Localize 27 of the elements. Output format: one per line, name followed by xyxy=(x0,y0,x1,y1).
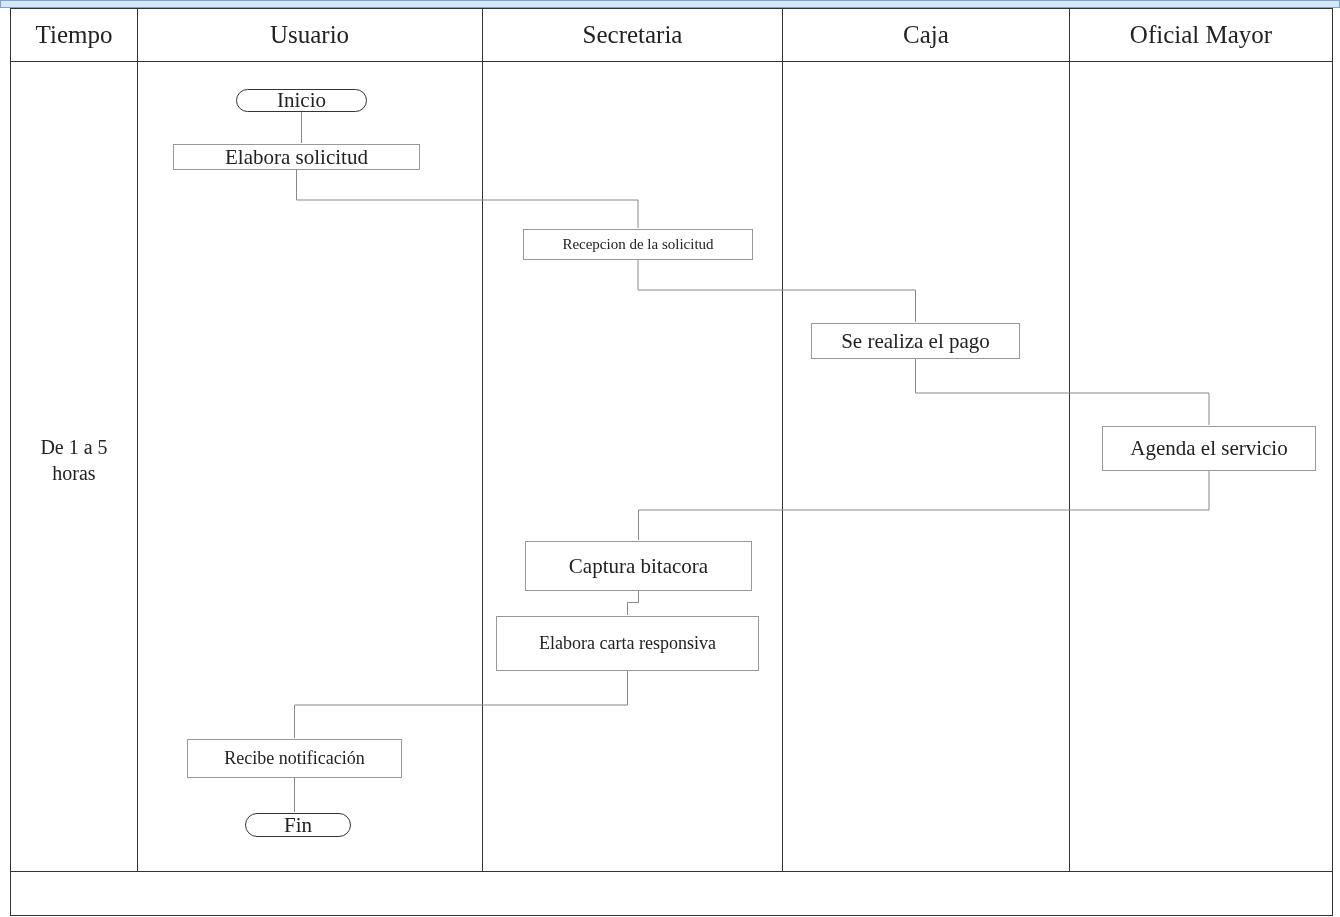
lane-header: Secretaria xyxy=(582,21,683,49)
connector-line xyxy=(638,469,1210,541)
process-box: Recibe notificación xyxy=(187,739,402,778)
connector-line xyxy=(294,776,295,813)
lane-header: Caja xyxy=(903,21,949,49)
duration-text: De 1 a 5 horas xyxy=(39,435,109,486)
connector-line xyxy=(915,357,1210,426)
column-header: Tiempo xyxy=(35,21,113,49)
swimlane xyxy=(483,8,783,872)
lane-header: Oficial Mayor xyxy=(1129,21,1273,49)
process-box: Elabora carta responsiva xyxy=(496,616,759,671)
connector-line xyxy=(294,669,628,739)
connector-line xyxy=(637,258,916,323)
process-box: Elabora solicitud xyxy=(173,144,420,170)
swimlane xyxy=(1070,8,1333,872)
process-box: Recepcion de la solicitud xyxy=(523,229,753,260)
lane-header: Usuario xyxy=(269,21,350,49)
connector-line xyxy=(301,110,302,144)
connector-line xyxy=(627,589,639,616)
terminal-shape: Fin xyxy=(245,813,351,837)
process-box: Agenda el servicio xyxy=(1102,426,1316,471)
terminal-shape: Inicio xyxy=(236,89,367,112)
process-box: Se realiza el pago xyxy=(811,323,1020,359)
connector-line xyxy=(296,168,639,229)
process-box: Captura bitacora xyxy=(525,541,752,591)
swimlane xyxy=(137,8,483,872)
swimlane xyxy=(783,8,1070,872)
